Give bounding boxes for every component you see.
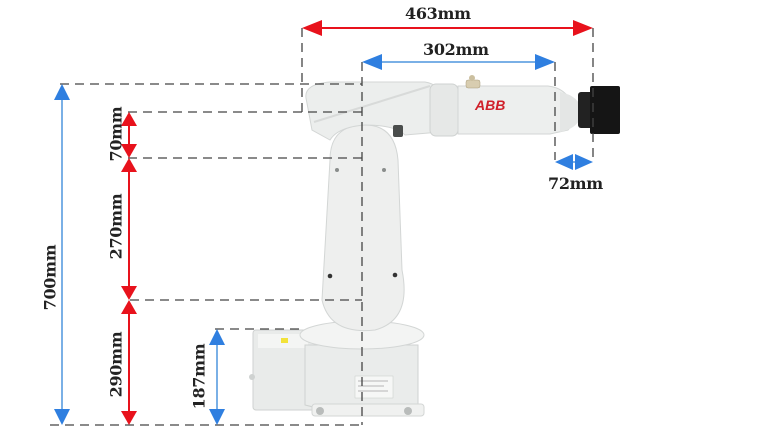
dimension-187mm-arrow xyxy=(209,329,225,425)
robot-arm-illustration: ABB xyxy=(249,75,620,417)
dimension-302mm-arrow xyxy=(362,54,555,70)
reference-dashed-lines xyxy=(50,28,594,426)
label-302mm: 302mm xyxy=(423,40,489,59)
dimension-72mm-arrow xyxy=(555,154,593,170)
label-72mm: 72mm xyxy=(548,174,603,193)
robot-upper-housing xyxy=(305,81,441,141)
dimension-270mm-arrow xyxy=(121,158,137,300)
label-270mm: 270mm xyxy=(106,193,126,260)
robot-forearm xyxy=(429,75,582,137)
label-187mm: 187mm xyxy=(189,343,209,410)
dimension-463mm-arrow xyxy=(302,20,593,36)
dimension-290mm-arrow xyxy=(121,300,137,425)
label-70mm: 70mm xyxy=(106,106,126,162)
dimension-700mm-arrow xyxy=(54,84,70,425)
label-463mm: 463mm xyxy=(405,4,471,23)
robot-gripper xyxy=(578,86,620,134)
dimension-70mm-arrow xyxy=(121,112,137,158)
label-290mm: 290mm xyxy=(106,331,126,398)
label-700mm: 700mm xyxy=(40,244,60,311)
robot-lower-arm xyxy=(321,124,405,332)
abb-logo: ABB xyxy=(474,97,505,113)
